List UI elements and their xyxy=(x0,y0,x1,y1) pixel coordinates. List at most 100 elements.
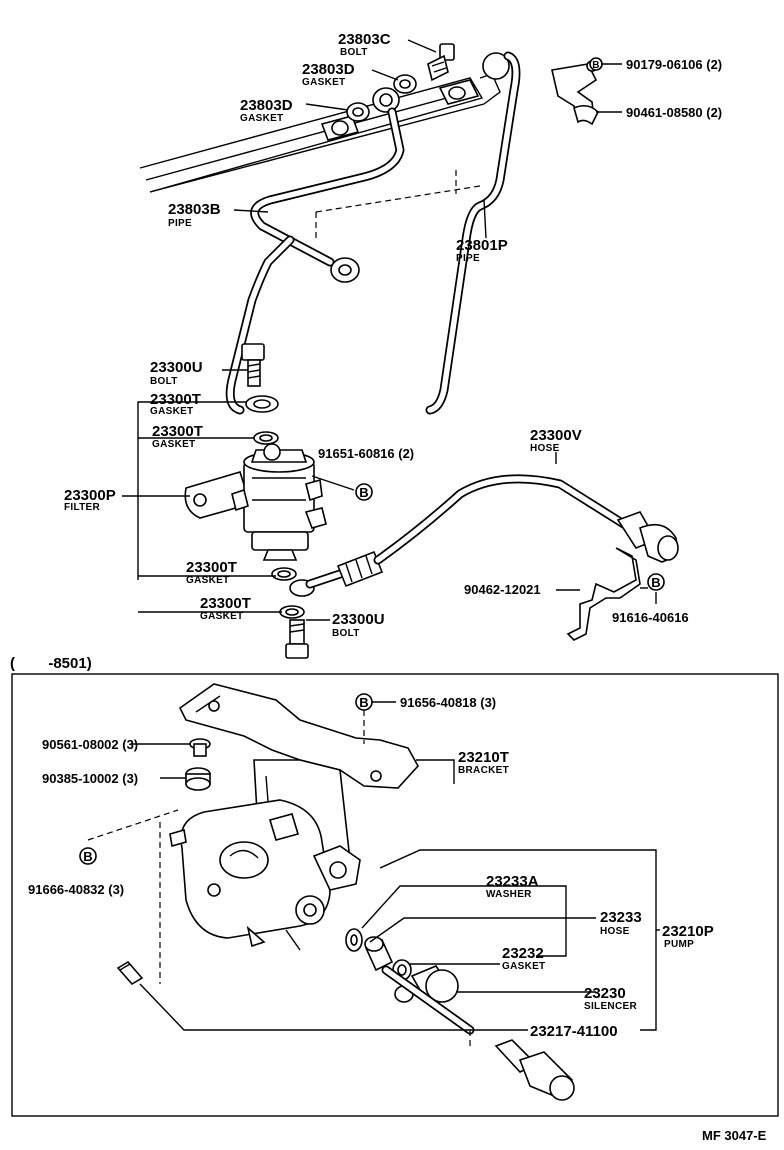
svg-text:GASKET: GASKET xyxy=(152,439,195,450)
hose-23233 xyxy=(364,936,394,972)
gasket-23803d-lower xyxy=(346,102,370,122)
svg-text:23803B: 23803B xyxy=(168,201,221,218)
svg-text:B: B xyxy=(359,485,368,500)
svg-text:GASKET: GASKET xyxy=(502,961,545,972)
gasket-23803d-upper xyxy=(393,74,417,94)
label-23803d-lower: 23803D GASKET xyxy=(240,97,293,124)
silencer-23230 xyxy=(410,965,459,1006)
label-91616: 91616-40616 xyxy=(612,610,689,625)
svg-text:PIPE: PIPE xyxy=(168,218,192,229)
label-23233: 23233 HOSE xyxy=(600,909,642,937)
svg-text:23300T: 23300T xyxy=(186,559,237,576)
svg-text:GASKET: GASKET xyxy=(200,611,243,622)
union-bolt-23300u-upper xyxy=(241,343,265,387)
leader-lines-lower xyxy=(132,701,660,1031)
svg-text:GASKET: GASKET xyxy=(186,575,229,586)
label-90561: 90561-08002 (3) xyxy=(42,737,138,752)
svg-text:HOSE: HOSE xyxy=(530,443,560,454)
pump-outlet-pipe xyxy=(381,965,475,1035)
svg-text:BOLT: BOLT xyxy=(332,628,360,639)
label-23803c: 23803C BOLT xyxy=(338,31,391,58)
figure-code: MF 3047-E xyxy=(702,1128,767,1143)
svg-text:WASHER: WASHER xyxy=(486,889,532,900)
svg-text:23803C: 23803C xyxy=(338,31,391,48)
svg-text:23210P: 23210P xyxy=(662,923,714,940)
svg-text:FILTER: FILTER xyxy=(64,502,101,513)
svg-text:B: B xyxy=(592,60,600,71)
fuel-rail xyxy=(139,73,501,193)
b-marker-lower-1: B xyxy=(355,693,373,711)
b-marker-upper-3: B xyxy=(589,57,603,71)
pump-group-frame xyxy=(11,673,779,1117)
leader-lines-upper xyxy=(122,39,657,621)
svg-text:23803D: 23803D xyxy=(240,97,293,114)
fuel-pump-23210p xyxy=(169,799,361,951)
b-marker-upper-1: B xyxy=(355,483,373,501)
bolt-90561 xyxy=(189,738,211,757)
label-90462: 90462-12021 xyxy=(464,582,541,597)
svg-text:HOSE: HOSE xyxy=(600,926,630,937)
gasket-23300t-upper-2 xyxy=(253,431,279,445)
label-23300v: 23300V HOSE xyxy=(530,427,582,454)
label-91666: 91666-40832 (3) xyxy=(28,882,124,897)
union-bolt-23300u-lower xyxy=(285,619,309,659)
svg-text:23300T: 23300T xyxy=(150,391,201,408)
svg-text:BOLT: BOLT xyxy=(150,376,178,387)
label-91651: 91651-60816 (2) xyxy=(318,446,414,461)
label-23300t-1: 23300T GASKET xyxy=(150,391,201,417)
hose-23300v xyxy=(305,474,679,589)
pump-filter-plug xyxy=(494,1039,575,1101)
label-91656: 91656-40818 (3) xyxy=(400,695,496,710)
label-23210t: 23210T BRACKET xyxy=(458,749,509,776)
svg-text:23300T: 23300T xyxy=(152,423,203,440)
pipe-clamp-bracket xyxy=(551,60,599,126)
label-23300t-3: 23300T GASKET xyxy=(186,559,237,586)
svg-text:B: B xyxy=(651,575,660,590)
svg-text:PUMP: PUMP xyxy=(664,939,694,950)
svg-text:23210T: 23210T xyxy=(458,749,509,766)
svg-text:23300V: 23300V xyxy=(530,427,582,444)
label-90385: 90385-10002 (3) xyxy=(42,771,138,786)
svg-text:23801P: 23801P xyxy=(456,237,508,254)
fuel-filter-23300p xyxy=(184,443,327,561)
label-23801p: 23801P PIPE xyxy=(456,237,508,264)
gasket-23300t-upper-1 xyxy=(245,395,279,413)
label-23210p: 23210P PUMP xyxy=(662,923,714,950)
svg-text:23803D: 23803D xyxy=(302,61,355,78)
label-23217: 23217-41100 xyxy=(530,1023,618,1040)
label-23803b: 23803B PIPE xyxy=(168,201,221,229)
svg-text:B: B xyxy=(359,695,368,710)
svg-text:B: B xyxy=(83,849,92,864)
svg-text:23300T: 23300T xyxy=(200,595,251,612)
svg-text:23300U: 23300U xyxy=(150,359,203,376)
label-23300p: 23300P FILTER xyxy=(64,487,116,513)
pump-strainer xyxy=(116,960,144,986)
svg-text:23233: 23233 xyxy=(600,909,642,926)
gasket-23300t-lower-1 xyxy=(271,567,297,581)
label-90179: 90179-06106 (2) xyxy=(626,57,722,72)
svg-text:23300U: 23300U xyxy=(332,611,385,628)
svg-text:GASKET: GASKET xyxy=(302,77,345,88)
svg-text:23233A: 23233A xyxy=(486,873,539,890)
label-23300u-lower: 23300U BOLT xyxy=(332,611,385,639)
svg-text:PIPE: PIPE xyxy=(456,253,480,264)
hose-bracket xyxy=(566,547,641,641)
svg-text:23232: 23232 xyxy=(502,945,544,962)
label-23230: 23230 SILENCER xyxy=(584,985,637,1012)
svg-text:23300P: 23300P xyxy=(64,487,116,504)
svg-text:GASKET: GASKET xyxy=(150,406,193,417)
label-23232: 23232 GASKET xyxy=(502,945,545,972)
label-90461: 90461-08580 (2) xyxy=(626,105,722,120)
b-marker-lower-2: B xyxy=(79,847,97,865)
label-23233a: 23233A WASHER xyxy=(486,873,539,900)
label-23300t-4: 23300T GASKET xyxy=(200,595,251,622)
label-23803d-upper: 23803D GASKET xyxy=(302,61,355,88)
washer-23233a xyxy=(345,928,363,952)
svg-text:SILENCER: SILENCER xyxy=(584,1001,637,1012)
svg-text:BOLT: BOLT xyxy=(340,47,368,58)
label-23300u-upper: 23300U BOLT xyxy=(150,359,203,387)
svg-text:GASKET: GASKET xyxy=(240,113,283,124)
pipe-23803b xyxy=(225,107,405,415)
banjo-fitting-upper xyxy=(372,87,400,113)
